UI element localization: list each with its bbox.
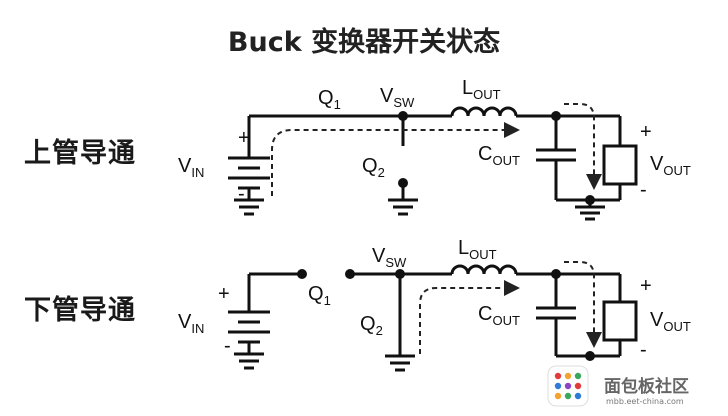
ground-symbol-vin-1 bbox=[234, 198, 264, 216]
cout-label-2: COUT bbox=[478, 303, 520, 328]
current-path-1 bbox=[271, 103, 602, 196]
bottom-node-2 bbox=[585, 351, 595, 361]
cout-label-1: COUT bbox=[478, 143, 520, 168]
watermark-logo-dot bbox=[554, 382, 562, 390]
watermark-logo-dot bbox=[554, 372, 562, 380]
vout-label-1: VOUT bbox=[650, 153, 691, 178]
inductor-lout-1 bbox=[450, 106, 518, 117]
ground-symbol-q2-2 bbox=[385, 354, 415, 372]
q1-label-1: Q1 bbox=[318, 87, 341, 112]
labels-circuit-2: + - VIN Q1 VSW Q2 LOUT COUT + - VOUT bbox=[178, 237, 691, 361]
watermark-subtext: mbb.eet-china.com bbox=[606, 397, 684, 406]
watermark-logo-dot bbox=[574, 372, 582, 380]
vin-minus-1: - bbox=[238, 183, 245, 205]
vin-label-1: VIN bbox=[178, 155, 204, 180]
vout-minus-2: - bbox=[640, 339, 647, 361]
vout-plus-1: + bbox=[640, 121, 652, 143]
current-path-2 bbox=[419, 261, 602, 354]
watermark-logo-dot bbox=[564, 372, 572, 380]
watermark-logo-dot bbox=[564, 382, 572, 390]
ground-symbol-vin-2 bbox=[234, 352, 264, 370]
lout-label-2: LOUT bbox=[458, 237, 497, 262]
vout-minus-1: - bbox=[640, 179, 647, 201]
load-resistor-1 bbox=[602, 144, 638, 186]
watermark-logo-icon bbox=[547, 365, 589, 407]
lout-label-1: LOUT bbox=[462, 77, 501, 102]
diagram-title: Buck 变换器开关状态 bbox=[227, 27, 501, 58]
q2-label-2: Q2 bbox=[360, 313, 383, 338]
q1-label-2: Q1 bbox=[308, 283, 331, 308]
vin-label-2: VIN bbox=[178, 311, 204, 336]
circuit-low-side-on bbox=[228, 264, 638, 372]
vin-minus-2: - bbox=[224, 335, 231, 357]
ground-symbol-out-1 bbox=[575, 205, 605, 221]
inductor-lout-2 bbox=[450, 264, 518, 275]
circuit-high-side-on bbox=[228, 106, 638, 221]
vsw-label-2: VSW bbox=[372, 245, 407, 270]
vin-battery-2 bbox=[228, 274, 270, 354]
vout-label-2: VOUT bbox=[650, 309, 691, 334]
vin-battery-1 bbox=[228, 116, 270, 200]
q1-switch-node-left-2 bbox=[297, 269, 307, 279]
vin-plus-1: + bbox=[238, 127, 250, 149]
watermark-text: 面包板社区 bbox=[604, 377, 689, 397]
labels-circuit-1: + - VIN Q1 VSW Q2 LOUT COUT + - VOUT bbox=[178, 77, 691, 205]
ground-symbol-q2-1 bbox=[388, 198, 418, 216]
state-label-low-side-on: 下管导通 bbox=[24, 295, 136, 326]
watermark-logo-dot bbox=[574, 382, 582, 390]
state-label-high-side-on: 上管导通 bbox=[24, 138, 136, 169]
vin-plus-2: + bbox=[218, 283, 230, 305]
watermark-logo-dot bbox=[564, 392, 572, 400]
vsw-label-1: VSW bbox=[380, 85, 415, 110]
vout-plus-2: + bbox=[640, 275, 652, 297]
load-resistor-2 bbox=[602, 300, 638, 342]
q2-label-1: Q2 bbox=[362, 155, 385, 180]
watermark-logo-dot bbox=[574, 392, 582, 400]
watermark-logo-dot bbox=[554, 392, 562, 400]
